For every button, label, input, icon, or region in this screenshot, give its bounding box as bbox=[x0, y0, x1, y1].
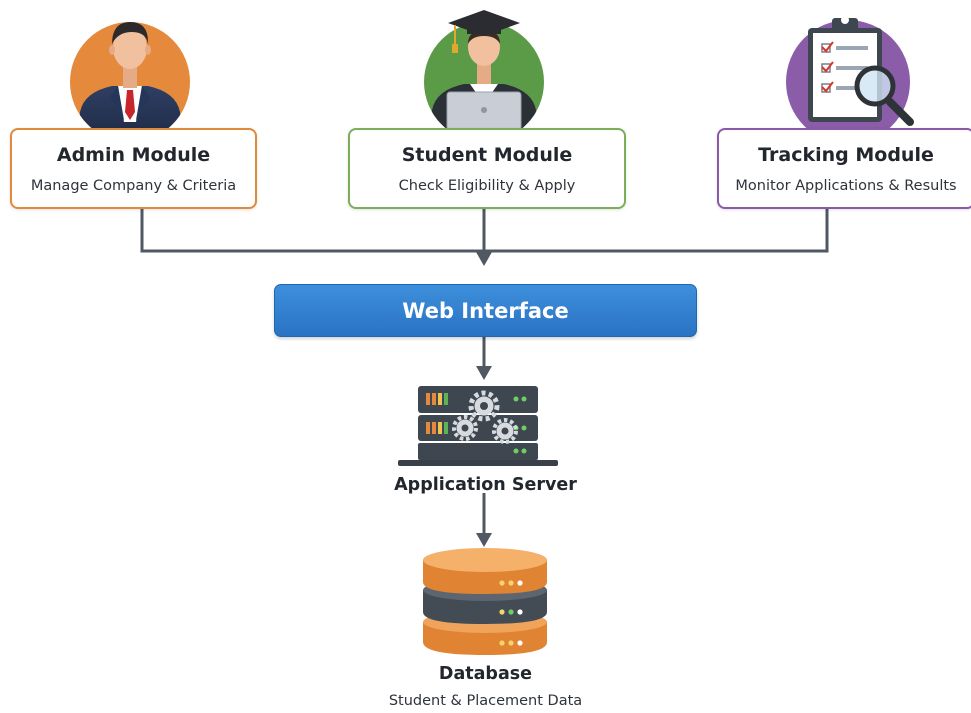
connector-lines bbox=[140, 209, 829, 540]
application-server-label: Application Server bbox=[394, 475, 577, 495]
admin-module-card: Admin Module Manage Company & Criteria bbox=[10, 128, 257, 209]
student-module-subtitle: Check Eligibility & Apply bbox=[398, 178, 576, 194]
connector-arrowheads bbox=[476, 252, 492, 547]
student-module-card: Student Module Check Eligibility & Apply bbox=[348, 128, 626, 209]
tracking-module-subtitle: Monitor Applications & Results bbox=[735, 178, 957, 194]
arrow-to-web-interface bbox=[476, 252, 492, 266]
tracking-module-card: Tracking Module Monitor Applications & R… bbox=[717, 128, 971, 209]
arrow-to-database bbox=[476, 533, 492, 547]
admin-module-title: Admin Module bbox=[56, 144, 211, 166]
admin-module-subtitle: Manage Company & Criteria bbox=[30, 178, 237, 194]
web-interface-label: Web Interface bbox=[402, 298, 569, 323]
server-gears-icon bbox=[398, 386, 558, 466]
web-interface-box: Web Interface bbox=[274, 284, 697, 337]
database-icon bbox=[423, 548, 547, 655]
arrow-to-server bbox=[476, 366, 492, 380]
student-module-title: Student Module bbox=[401, 144, 573, 166]
businessman-icon bbox=[70, 22, 190, 142]
database-label: Database bbox=[438, 664, 533, 684]
graduate-student-laptop-icon bbox=[424, 10, 544, 142]
clipboard-magnifier-icon bbox=[786, 16, 914, 144]
tracking-module-title: Tracking Module bbox=[758, 144, 934, 166]
database-subtitle: Student & Placement Data bbox=[388, 693, 583, 709]
